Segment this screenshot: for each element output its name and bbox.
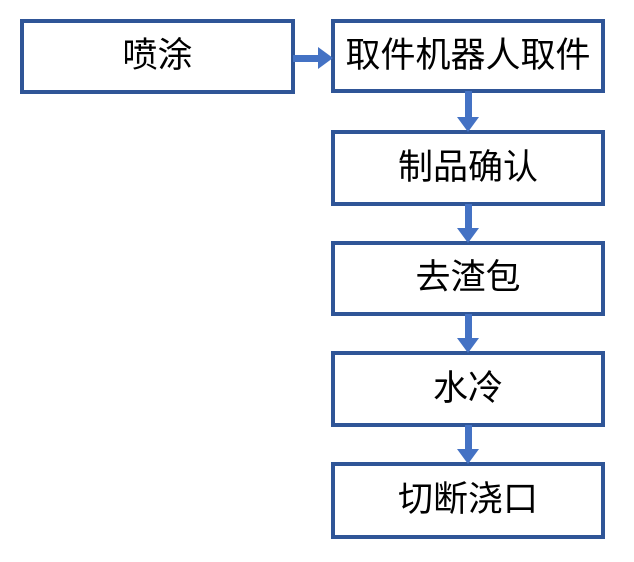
flowchart-node-label: 取件机器人取件 (345, 35, 591, 76)
arrow-down-icon (455, 204, 481, 243)
arrow-down-icon (455, 314, 481, 353)
arrow-shaft (464, 425, 472, 449)
arrow-shaft (464, 204, 472, 228)
flowchart-node-cut-gate[interactable]: 切断浇口 (331, 462, 605, 539)
arrow-head (318, 47, 333, 69)
arrow-shaft (464, 91, 472, 117)
arrow-down-icon (455, 425, 481, 464)
flowchart-node-label: 制品确认 (397, 147, 538, 188)
arrow-right-icon (293, 45, 333, 71)
arrow-head (457, 449, 479, 464)
arrow-head (457, 117, 479, 132)
arrow-shaft (293, 54, 318, 62)
flowchart-node-label: 喷涂 (122, 36, 193, 76)
flowchart-node-water-cooling[interactable]: 水冷 (331, 351, 605, 427)
flowchart-node-label: 切断浇口 (397, 480, 538, 520)
flowchart-node-label: 水冷 (432, 368, 503, 409)
arrow-head (457, 338, 479, 353)
flowchart-node-deslag[interactable]: 去渣包 (331, 241, 605, 316)
flowchart-node-label: 去渣包 (415, 258, 521, 298)
arrow-down-icon (455, 91, 481, 132)
flowchart-node-pickup-robot[interactable]: 取件机器人取件 (331, 19, 605, 93)
arrow-head (457, 228, 479, 243)
arrow-shaft (464, 314, 472, 338)
flowchart-node-product-confirm[interactable]: 制品确认 (331, 130, 605, 206)
flowchart-node-spray[interactable]: 喷涂 (20, 19, 295, 94)
